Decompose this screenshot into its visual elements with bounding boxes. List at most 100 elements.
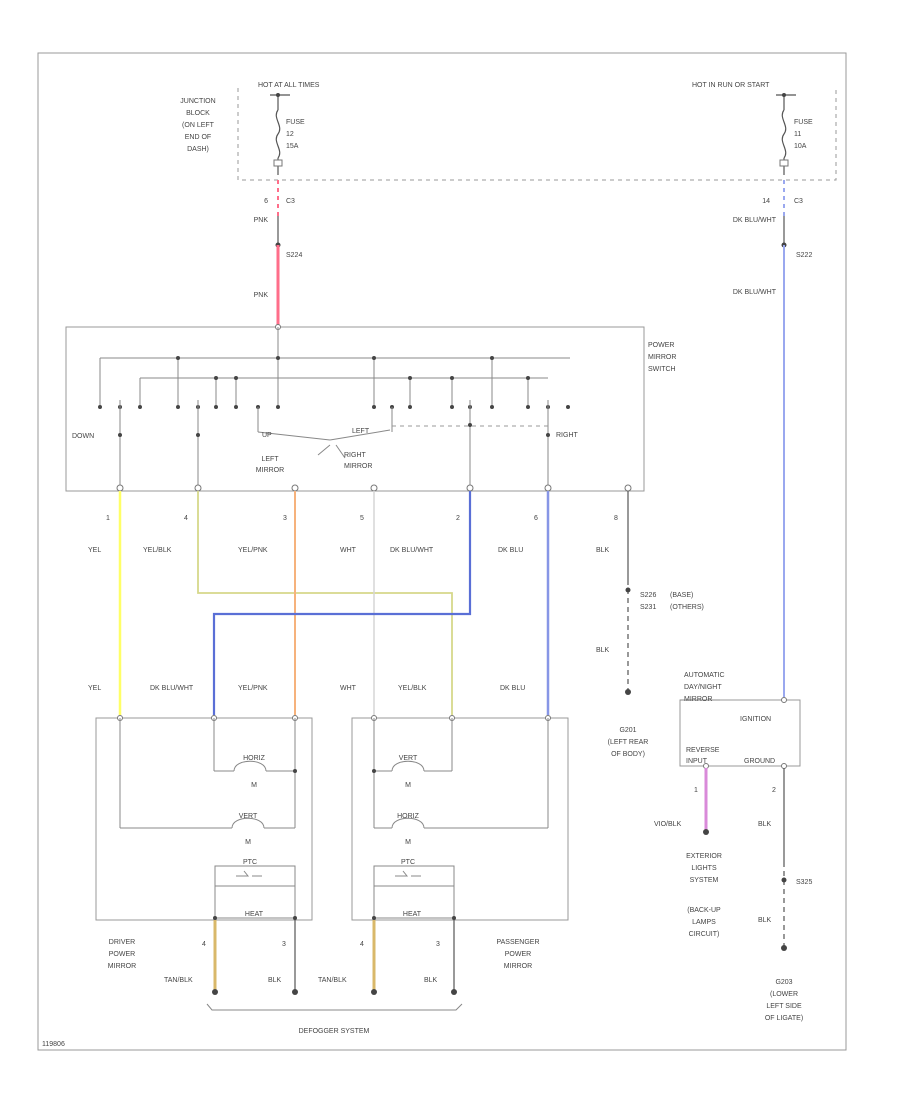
driver-heat-label: HEAT [245, 911, 264, 918]
svg-text:PASSENGER: PASSENGER [496, 939, 539, 946]
svg-text:MIRROR: MIRROR [344, 463, 372, 470]
splice-s325 [781, 877, 787, 883]
svg-text:BLK: BLK [268, 977, 282, 984]
defogger-bracket [206, 1003, 463, 1011]
c3-left-label: C3 [286, 198, 295, 205]
svg-text:5: 5 [360, 515, 364, 522]
switch-contacts [98, 400, 570, 485]
svg-text:LEFT: LEFT [261, 456, 279, 463]
svg-text:2: 2 [456, 515, 460, 522]
passenger-ptc-label: PTC [401, 859, 415, 866]
svg-text:TAN/BLK: TAN/BLK [164, 977, 193, 984]
svg-text:POWER: POWER [505, 951, 531, 958]
ground-g201-label: G201 (LEFT REAR OF BODY) [608, 727, 649, 758]
svg-text:OF BODY): OF BODY) [611, 751, 645, 758]
svg-text:DK BLU: DK BLU [500, 685, 525, 692]
svg-text:REVERSE: REVERSE [686, 747, 720, 754]
svg-text:JUNCTION: JUNCTION [180, 98, 215, 105]
wire-pnk-lower-label: PNK [254, 292, 269, 299]
switch-bus-taps [99, 356, 530, 405]
svg-text:G203: G203 [775, 979, 792, 986]
defogger-system-label: DEFOGGER SYSTEM [299, 1028, 370, 1035]
hot-in-run-label: HOT IN RUN OR START [692, 82, 770, 89]
c3-left-pin: 6 [264, 198, 268, 205]
footer-code: 119806 [42, 1041, 65, 1048]
auto-mirror-label: AUTOMATIC DAY/NIGHT MIRROR [684, 672, 725, 703]
svg-text:MIRROR: MIRROR [504, 963, 532, 970]
driver-motor2-symbol: M [245, 839, 251, 846]
svg-text:3: 3 [283, 515, 287, 522]
svg-text:S226: S226 [640, 592, 656, 599]
ground-label: GROUND [744, 758, 775, 765]
svg-text:BLOCK: BLOCK [186, 110, 210, 117]
svg-text:SYSTEM: SYSTEM [690, 877, 719, 884]
hot-at-all-times-label: HOT AT ALL TIMES [258, 82, 320, 89]
ground-g203-label: G203 (LOWER LEFT SIDE OF LIGATE) [765, 979, 803, 1022]
passenger-mirror-box [351, 717, 569, 921]
svg-text:END OF: END OF [185, 134, 211, 141]
svg-text:INPUT: INPUT [686, 758, 708, 765]
ground-g203 [781, 945, 787, 951]
left-mirror-label: LEFT MIRROR [256, 456, 284, 474]
svg-text:4: 4 [202, 941, 206, 948]
switch-output-labels: 1 4 3 5 2 6 8 YEL YEL/BLK YEL/PNK WHT DK… [88, 515, 618, 554]
splice-s222-label: S222 [796, 252, 812, 259]
svg-text:CIRCUIT): CIRCUIT) [689, 931, 720, 938]
svg-text:1: 1 [106, 515, 110, 522]
svg-text:10A: 10A [794, 143, 807, 150]
switch-down-label: DOWN [72, 433, 94, 440]
passenger-motor1-label: VERT [399, 755, 418, 762]
switch-up-label: UP [262, 432, 272, 439]
svg-text:MIRROR: MIRROR [684, 696, 712, 703]
driver-mirror-label: DRIVER POWER MIRROR [108, 939, 136, 970]
wire-blk-aux-label: BLK [758, 821, 772, 828]
svg-text:RIGHT: RIGHT [344, 452, 367, 459]
wire-right-upper-label: DK BLU/WHT [733, 217, 777, 224]
svg-text:15A: 15A [286, 143, 299, 150]
fuse-12-label: FUSE 12 15A [286, 119, 305, 150]
svg-text:4: 4 [360, 941, 364, 948]
svg-text:6: 6 [534, 515, 538, 522]
wire-yel-blk [197, 491, 453, 715]
svg-text:DASH): DASH) [187, 146, 209, 153]
svg-text:4: 4 [184, 515, 188, 522]
c3-right-pin: 14 [762, 198, 770, 205]
reverse-pin: 1 [694, 787, 698, 794]
svg-text:FUSE: FUSE [794, 119, 813, 126]
ignition-label: IGNITION [740, 716, 771, 723]
heater-terminals [212, 989, 457, 995]
switch-output-pins [116, 484, 632, 492]
svg-text:OF LIGATE): OF LIGATE) [765, 1015, 803, 1022]
c3-right-label: C3 [794, 198, 803, 205]
svg-text:BLK: BLK [596, 547, 610, 554]
svg-text:S231: S231 [640, 604, 656, 611]
svg-text:YEL: YEL [88, 685, 101, 692]
splice-s325-label: S325 [796, 879, 812, 886]
svg-text:MIRROR: MIRROR [648, 354, 676, 361]
svg-text:3: 3 [282, 941, 286, 948]
svg-text:YEL/BLK: YEL/BLK [398, 685, 427, 692]
svg-text:YEL/BLK: YEL/BLK [143, 547, 172, 554]
ground-g201 [625, 689, 631, 695]
wire-pnk-upper-label: PNK [254, 217, 269, 224]
wire-right-lower-label: DK BLU/WHT [733, 289, 777, 296]
fuse-11-label: FUSE 11 10A [794, 119, 813, 150]
svg-text:12: 12 [286, 131, 294, 138]
svg-text:POWER: POWER [109, 951, 135, 958]
svg-text:DK BLU/WHT: DK BLU/WHT [390, 547, 434, 554]
svg-text:(ON LEFT: (ON LEFT [182, 122, 215, 129]
svg-text:(OTHERS): (OTHERS) [670, 604, 704, 611]
mirror-input-labels: YEL DK BLU/WHT YEL/PNK WHT YEL/BLK DK BL… [88, 685, 525, 692]
svg-text:(BACK-UP: (BACK-UP [687, 907, 721, 914]
driver-motor1-label: HORIZ [243, 755, 266, 762]
driver-motor1-symbol: M [251, 782, 257, 789]
passenger-motor2-symbol: M [405, 839, 411, 846]
power-mirror-switch-label: POWER MIRROR SWITCH [648, 342, 676, 373]
fuse-12-symbol [275, 109, 281, 159]
passenger-motor2-label: HORIZ [397, 813, 420, 820]
svg-text:(LEFT REAR: (LEFT REAR [608, 739, 649, 746]
reverse-input-label: REVERSE INPUT [686, 747, 720, 765]
svg-text:8: 8 [614, 515, 618, 522]
svg-text:EXTERIOR: EXTERIOR [686, 853, 722, 860]
svg-text:11: 11 [794, 131, 801, 138]
